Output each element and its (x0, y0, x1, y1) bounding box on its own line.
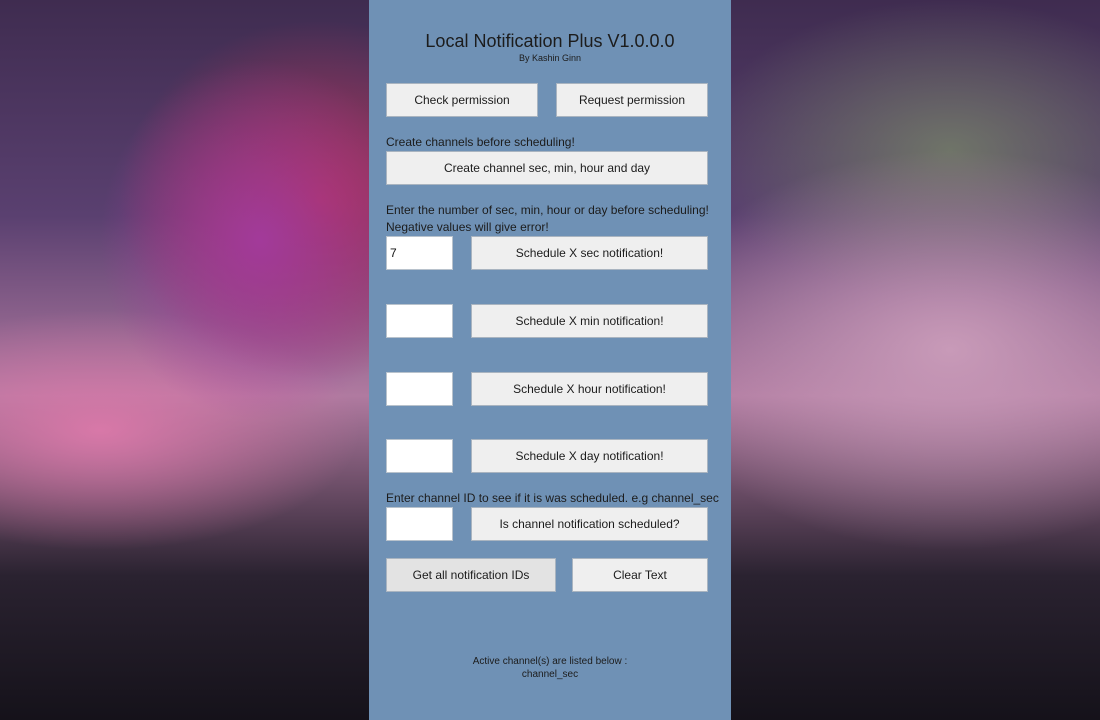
enter-hint: Enter the number of sec, min, hour or da… (386, 203, 709, 217)
channel-id-input[interactable] (386, 507, 453, 541)
create-hint: Create channels before scheduling! (386, 135, 575, 149)
output-channels: channel_sec (521, 669, 579, 680)
schedule-day-button[interactable]: Schedule X day notification! (471, 439, 708, 473)
negative-hint: Negative values will give error! (386, 220, 549, 234)
is-scheduled-button[interactable]: Is channel notification scheduled? (471, 507, 708, 541)
schedule-min-button[interactable]: Schedule X min notification! (471, 304, 708, 338)
channel-hint: Enter channel ID to see if it is was sch… (386, 491, 719, 505)
hour-input[interactable] (386, 372, 453, 406)
check-permission-button[interactable]: Check permission (386, 83, 538, 117)
page-title: Local Notification Plus V1.0.0.0 (425, 31, 675, 51)
clear-text-button[interactable]: Clear Text (572, 558, 708, 592)
app-panel: Local Notification Plus V1.0.0.0 By Kash… (369, 0, 731, 720)
create-channel-button[interactable]: Create channel sec, min, hour and day (386, 151, 708, 185)
get-all-ids-button[interactable]: Get all notification IDs (386, 558, 556, 592)
request-permission-button[interactable]: Request permission (556, 83, 708, 117)
min-input[interactable] (386, 304, 453, 338)
day-input[interactable] (386, 439, 453, 473)
page-subtitle: By Kashin Ginn (518, 53, 582, 63)
schedule-hour-button[interactable]: Schedule X hour notification! (471, 372, 708, 406)
schedule-sec-button[interactable]: Schedule X sec notification! (471, 236, 708, 270)
sec-input[interactable] (386, 236, 453, 270)
output-header: Active channel(s) are listed below : (472, 656, 628, 667)
